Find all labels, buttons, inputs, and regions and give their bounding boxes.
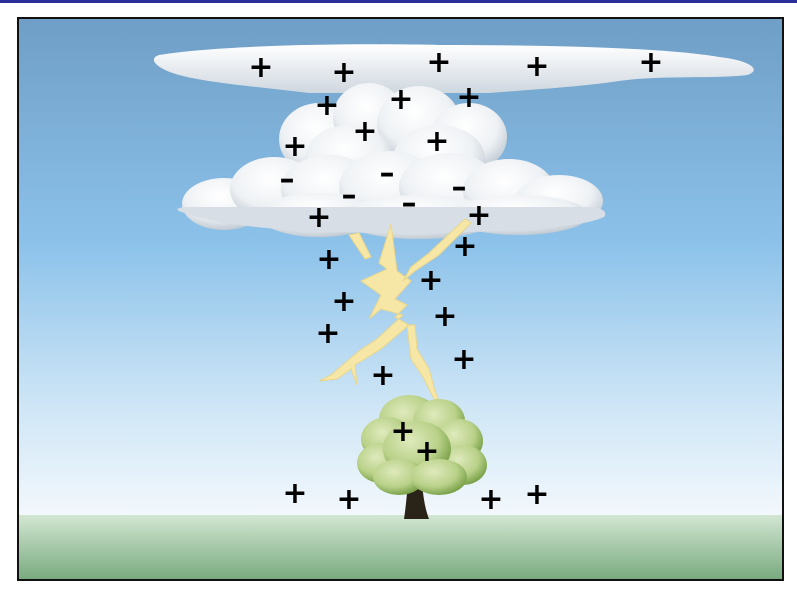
charge-plus: + bbox=[314, 88, 339, 123]
charge-minus: – bbox=[380, 156, 395, 191]
charge-minus: – bbox=[342, 178, 357, 213]
charge-plus: + bbox=[638, 45, 663, 80]
charge-plus: + bbox=[282, 129, 307, 164]
charge-plus: + bbox=[390, 414, 415, 449]
charge-plus: + bbox=[432, 299, 457, 334]
charge-plus: + bbox=[478, 482, 503, 517]
charge-plus: + bbox=[451, 342, 476, 377]
ground bbox=[19, 515, 782, 579]
charge-minus: – bbox=[402, 186, 417, 221]
charge-plus: + bbox=[418, 263, 443, 298]
charge-plus: + bbox=[316, 242, 341, 277]
charge-plus: + bbox=[306, 200, 331, 235]
charge-plus: + bbox=[452, 229, 477, 264]
top-accent-bar bbox=[0, 0, 797, 3]
charge-plus: + bbox=[388, 82, 413, 117]
charge-plus: + bbox=[331, 55, 356, 90]
charge-plus: + bbox=[524, 49, 549, 84]
charge-plus: + bbox=[336, 482, 361, 517]
charge-minus: – bbox=[280, 162, 295, 197]
charge-plus: + bbox=[331, 284, 356, 319]
charge-plus: + bbox=[524, 477, 549, 512]
charge-plus: + bbox=[315, 316, 340, 351]
charge-plus: + bbox=[414, 434, 439, 469]
charge-plus: + bbox=[456, 80, 481, 115]
charge-plus: + bbox=[248, 50, 273, 85]
charge-plus: + bbox=[424, 124, 449, 159]
lightning-diagram: + + + + + + + + + + + – – – – – + + + + … bbox=[17, 17, 784, 581]
charge-plus: + bbox=[352, 114, 377, 149]
charge-minus: – bbox=[452, 170, 467, 205]
charge-plus: + bbox=[426, 45, 451, 80]
charge-plus: + bbox=[282, 476, 307, 511]
charge-plus: + bbox=[370, 358, 395, 393]
charge-plus: + bbox=[466, 198, 491, 233]
